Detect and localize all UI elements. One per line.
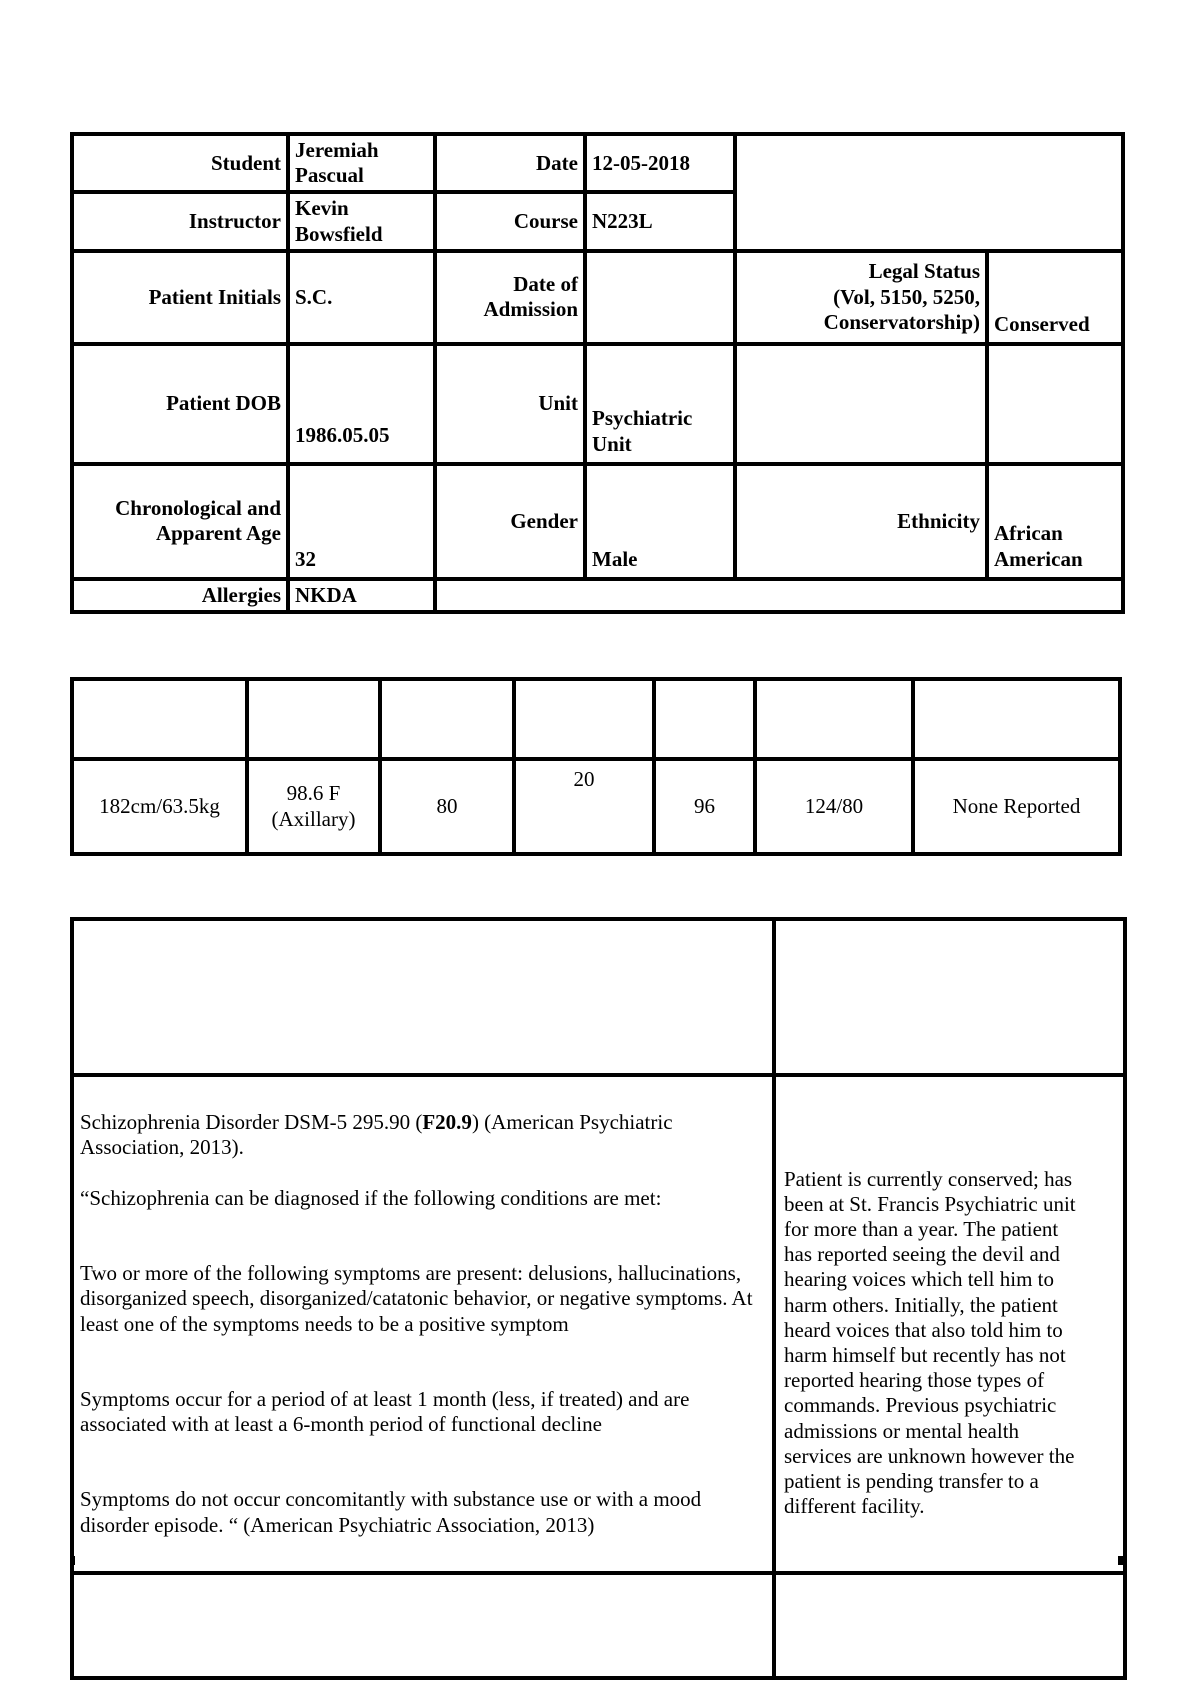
gender-value: Male <box>583 461 737 581</box>
ethnicity-label: Ethnicity <box>733 461 989 581</box>
ethnicity-value: African American <box>985 461 1125 581</box>
patient-dob-label: Patient DOB <box>70 341 290 466</box>
diagnosis-header-cell <box>70 917 776 1077</box>
patient-dob-value: 1986.05.05 <box>286 341 437 466</box>
legal-status-value: Conserved <box>985 248 1125 346</box>
gender-label: Gender <box>433 461 587 581</box>
date-of-admission-label: Date of Admission <box>433 248 587 346</box>
age-value: 32 <box>286 461 437 581</box>
unit-value: Psychiatric Unit <box>583 341 737 466</box>
diagnosis-table: Schizophrenia Disorder DSM-5 295.90 (F20… <box>70 917 1127 1680</box>
patient-initials-label: Patient Initials <box>70 248 290 346</box>
patient-initials-value: S.C. <box>286 248 437 346</box>
date-label: Date <box>433 131 587 195</box>
vitals-value: 20 <box>512 757 656 856</box>
vitals-header-cell <box>652 677 757 761</box>
status-paragraph: Patient is currently conserved; has been… <box>784 1166 1076 1519</box>
dsm-criteria-text: Schizophrenia Disorder DSM-5 295.90 (F20… <box>70 1073 776 1575</box>
vitals-header-cell <box>753 677 915 761</box>
vitals-value-height-weight: 182cm/63.5kg <box>70 757 249 856</box>
vitals-header-cell <box>911 677 1122 761</box>
table-border-stub <box>70 1556 75 1565</box>
vitals-value: 124/80 <box>753 757 915 856</box>
dsm-paragraph: Symptoms occur for a period of at least … <box>80 1386 690 1437</box>
course-value: N223L <box>583 190 737 253</box>
unit-label: Unit <box>433 341 587 466</box>
empty-cell <box>733 132 1125 253</box>
instructor-value: Kevin Bowsfield <box>286 190 437 253</box>
date-value: 12-05-2018 <box>583 131 737 195</box>
instructor-label: Instructor <box>70 190 290 253</box>
allergies-label: Allergies <box>70 576 290 614</box>
empty-cell <box>70 1571 776 1680</box>
date-of-admission-value <box>583 248 737 346</box>
dsm-code: F20.9 <box>422 1110 472 1135</box>
patient-status-text: Patient is currently conserved; has been… <box>772 1073 1127 1575</box>
vitals-header-cell <box>378 677 516 761</box>
vitals-header-cell <box>512 677 656 761</box>
empty-cell <box>733 341 989 466</box>
vitals-header-cell <box>70 677 249 761</box>
vitals-header-cell <box>245 677 382 761</box>
empty-cell <box>985 341 1125 466</box>
age-label: Chronological and Apparent Age <box>70 461 290 581</box>
dsm-paragraph: Schizophrenia Disorder DSM-5 295.90 (F20… <box>80 1110 673 1160</box>
allergies-value: NKDA <box>286 576 437 614</box>
vitals-value: None Reported <box>911 757 1122 856</box>
status-header-cell <box>772 917 1127 1077</box>
dsm-paragraph: “Schizophrenia can be diagnosed if the f… <box>80 1185 662 1210</box>
vitals-table: 182cm/63.5kg 98.6 F (Axillary) 80 20 96 … <box>70 677 1122 856</box>
header-table: Student Jeremiah Pascual Date 12-05-2018… <box>70 131 1125 614</box>
empty-cell <box>433 576 1125 614</box>
student-value: Jeremiah Pascual <box>286 131 437 195</box>
legal-status-label: Legal Status (Vol, 5150, 5250, Conservat… <box>733 248 989 346</box>
table-border-stub <box>1118 1556 1123 1565</box>
vitals-value-temperature: 98.6 F (Axillary) <box>245 757 382 856</box>
dsm-paragraph: Symptoms do not occur concomitantly with… <box>80 1487 702 1537</box>
empty-cell <box>772 1571 1127 1680</box>
course-label: Course <box>433 190 587 253</box>
vitals-value: 96 <box>652 757 757 856</box>
student-label: Student <box>70 131 290 195</box>
vitals-value: 80 <box>378 757 516 856</box>
dsm-paragraph: Two or more of the following symptoms ar… <box>80 1261 753 1336</box>
